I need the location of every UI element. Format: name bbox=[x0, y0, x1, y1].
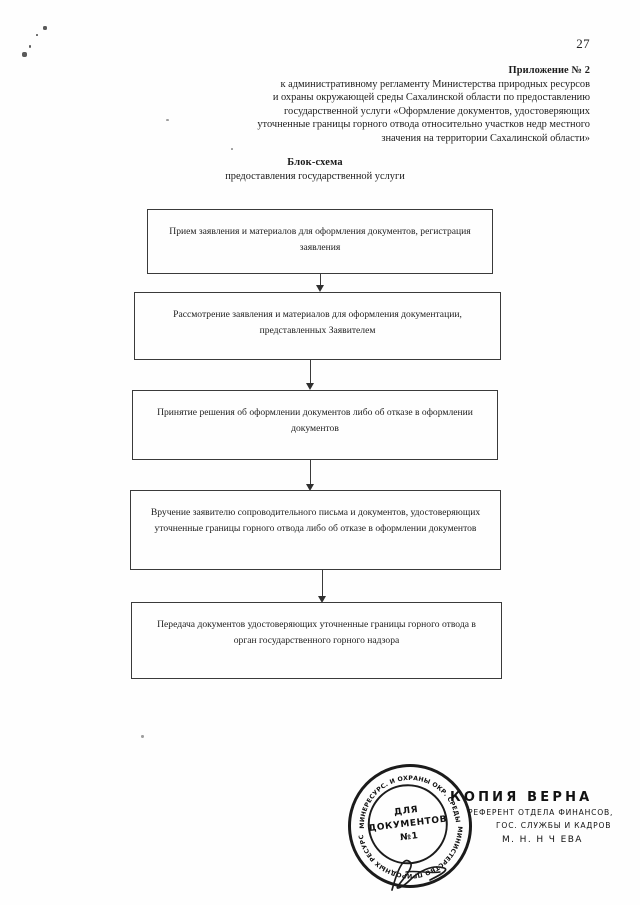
round-seal: МИНЕРЕСУРС. И ОХРАНЫ ОКР. СРЕДЫ САХ. ОБЛ… bbox=[340, 756, 480, 896]
flowchart-step-1-label: Прием заявления и материалов для оформле… bbox=[169, 226, 471, 253]
appendix-line-2: и охраны окружающей среды Сахалинской об… bbox=[272, 92, 590, 104]
page-number: 27 bbox=[576, 36, 590, 51]
flowchart-connector-4-5 bbox=[322, 570, 323, 598]
flowchart-step-3-label: Принятие решения об оформлении документо… bbox=[157, 407, 473, 434]
scan-speck bbox=[36, 34, 38, 36]
flowchart-step-2: Рассмотрение заявления и материалов для … bbox=[134, 292, 501, 360]
scheme-title: Блок-схема предоставления государственно… bbox=[150, 156, 480, 184]
flowchart-arrowhead-1-2 bbox=[316, 285, 324, 292]
scan-speck bbox=[141, 735, 144, 738]
signer-role-line-2: ГОС. СЛУЖБЫ И КАДРОВ bbox=[496, 821, 612, 830]
certification-stamp: МИНЕРЕСУРС. И ОХРАНЫ ОКР. СРЕДЫ САХ. ОБЛ… bbox=[340, 756, 640, 905]
appendix-title: Приложение № 2 bbox=[508, 65, 590, 76]
flowchart-step-4: Вручение заявителю сопроводительного пис… bbox=[130, 490, 501, 570]
signer-name: М. Н. Н Ч ЕВА bbox=[502, 835, 583, 845]
flowchart-step-4-label: Вручение заявителю сопроводительного пис… bbox=[150, 507, 481, 534]
flowchart-step-5-label: Передача документов удостоверяющих уточн… bbox=[157, 619, 476, 646]
scan-speck bbox=[22, 52, 27, 57]
scan-speck bbox=[231, 148, 233, 150]
kopiya-verna-label: КОПИЯ ВЕРНА bbox=[450, 790, 593, 805]
scheme-title-sub: предоставления государственной услуги bbox=[225, 171, 405, 182]
seal-ring-text: МИНЕРЕСУРС. И ОХРАНЫ ОКР. СРЕДЫ САХ. ОБЛ… bbox=[344, 760, 468, 886]
flowchart-arrowhead-3-4 bbox=[306, 484, 314, 491]
appendix-line-1: к административному регламенту Министерс… bbox=[280, 78, 590, 90]
scan-speck bbox=[43, 26, 47, 30]
scan-speck bbox=[166, 119, 169, 121]
certification-text: КОПИЯ ВЕРНА РЕФЕРЕНТ ОТДЕЛА ФИНАНСОВ, ГО… bbox=[450, 790, 640, 848]
flowchart-connector-2-3 bbox=[310, 360, 311, 385]
appendix-heading: Приложение № 2 к административному регла… bbox=[200, 64, 590, 146]
scheme-title-main: Блок-схема bbox=[287, 157, 343, 168]
appendix-line-4: уточненные границы горного отвода относи… bbox=[257, 119, 590, 131]
flowchart-connector-1-2 bbox=[320, 274, 321, 288]
scan-speck bbox=[29, 45, 31, 48]
handwritten-signature bbox=[391, 859, 447, 891]
appendix-line-3: государственной услуги «Оформление докум… bbox=[284, 105, 590, 117]
seal-line-3: №1 bbox=[399, 830, 419, 843]
flowchart-step-2-label: Рассмотрение заявления и материалов для … bbox=[173, 309, 462, 336]
flowchart-connector-3-4 bbox=[310, 460, 311, 486]
flowchart-arrowhead-4-5 bbox=[318, 596, 326, 603]
flowchart-step-5: Передача документов удостоверяющих уточн… bbox=[131, 602, 502, 679]
flowchart-arrowhead-2-3 bbox=[306, 383, 314, 390]
flowchart-step-3: Принятие решения об оформлении документо… bbox=[132, 390, 498, 460]
signer-role-line-1: РЕФЕРЕНТ ОТДЕЛА ФИНАНСОВ, bbox=[468, 808, 614, 817]
appendix-line-5: значения на территории Сахалинской облас… bbox=[381, 132, 590, 144]
flowchart-step-1: Прием заявления и материалов для оформле… bbox=[147, 209, 493, 274]
